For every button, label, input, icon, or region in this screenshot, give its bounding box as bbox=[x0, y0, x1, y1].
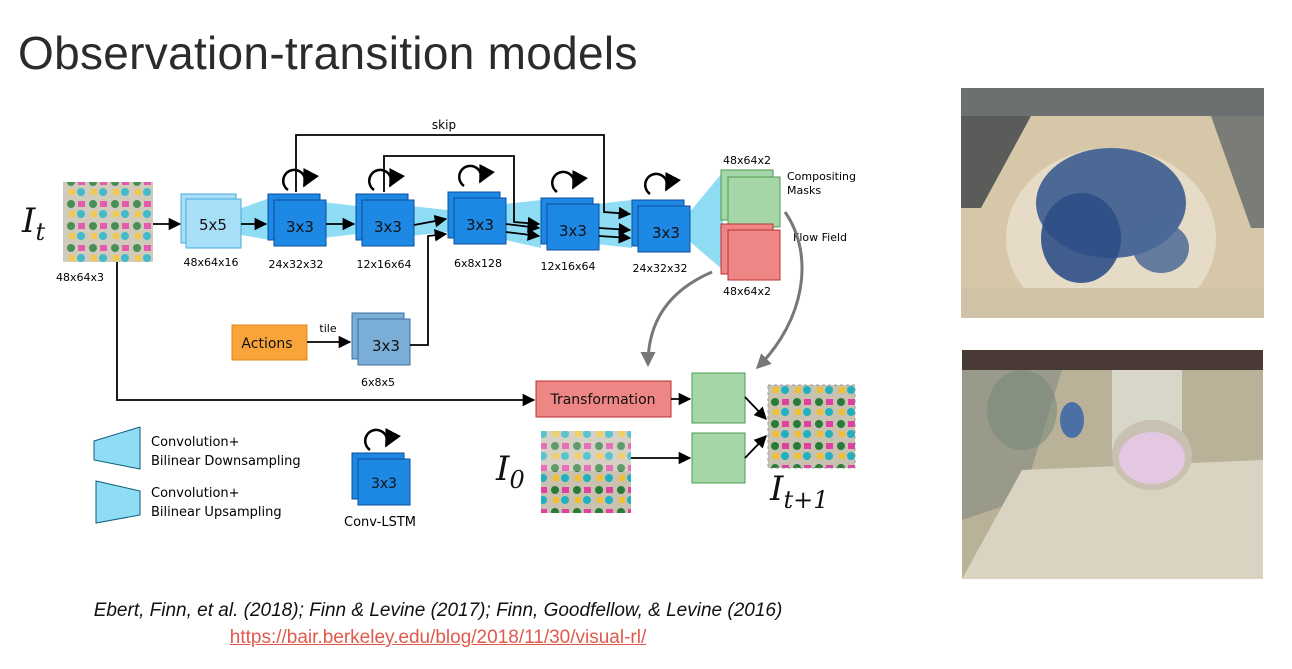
conv-layer-5: 3x3 bbox=[540, 197, 600, 251]
svg-text:3x3: 3x3 bbox=[652, 224, 680, 242]
slide-title: Observation-transition models bbox=[18, 27, 638, 79]
blog-link[interactable]: https://bair.berkeley.edu/blog/2018/11/3… bbox=[229, 627, 647, 648]
transformation-box: Transformation bbox=[535, 380, 672, 418]
conv-layer-3: 3x3 bbox=[355, 193, 415, 247]
mask-dim: 48x64x2 bbox=[723, 154, 771, 167]
legend-down-line2: Bilinear Downsampling bbox=[151, 454, 301, 469]
conv-layer-2: 3x3 bbox=[267, 193, 327, 247]
flow-field-block bbox=[720, 223, 781, 281]
conv-layer-6: 3x3 bbox=[631, 199, 691, 253]
conv-layer-5x5: 5x5 bbox=[180, 193, 242, 249]
action-dim: 6x8x5 bbox=[361, 376, 395, 389]
layer2-dim: 24x32x32 bbox=[268, 258, 323, 271]
legend-up-line1: Convolution+ bbox=[151, 486, 240, 501]
legend-up-line2: Bilinear Upsampling bbox=[151, 505, 282, 520]
tile-label: tile bbox=[319, 322, 336, 335]
masks-label: Compositing bbox=[787, 170, 856, 183]
svg-text:3x3: 3x3 bbox=[371, 476, 397, 492]
prediction-frame-top bbox=[961, 88, 1264, 318]
legend-lstm-label: Conv-LSTM bbox=[344, 515, 416, 530]
svg-text:Transformation: Transformation bbox=[549, 392, 655, 408]
layer1-dim: 48x64x16 bbox=[183, 256, 238, 269]
layer3-dim: 12x16x64 bbox=[356, 258, 411, 271]
legend-down-line1: Convolution+ bbox=[151, 435, 240, 450]
action-tile-block: 3x3 bbox=[351, 312, 411, 366]
svg-text:3x3: 3x3 bbox=[374, 218, 402, 236]
skip-label: skip bbox=[432, 118, 456, 132]
output-symbol: It+1 bbox=[769, 469, 828, 514]
legend-upsample-icon bbox=[95, 480, 141, 524]
svg-text:3x3: 3x3 bbox=[286, 218, 314, 236]
output-image bbox=[767, 384, 856, 469]
layer5-dim: 12x16x64 bbox=[540, 260, 595, 273]
legend-lstm-block: 3x3 bbox=[351, 452, 411, 506]
input-symbol: It bbox=[21, 201, 45, 246]
input-dim: 48x64x3 bbox=[56, 271, 104, 284]
svg-text:5x5: 5x5 bbox=[199, 216, 227, 234]
flow-dim: 48x64x2 bbox=[723, 285, 771, 298]
network-diagram: It 48x64x3 5x5 48x64x16 3x3 24x32x32 3x3… bbox=[21, 118, 856, 530]
transformed-block bbox=[691, 372, 746, 424]
svg-text:3x3: 3x3 bbox=[372, 337, 400, 355]
svg-text:3x3: 3x3 bbox=[466, 216, 494, 234]
conv-layer-4: 3x3 bbox=[447, 191, 507, 245]
masks-label-2: Masks bbox=[787, 184, 821, 197]
input-image bbox=[63, 182, 153, 262]
prediction-frame-bottom bbox=[962, 350, 1263, 579]
layer6-dim: 24x32x32 bbox=[632, 262, 687, 275]
i0-symbol: I0 bbox=[495, 449, 525, 494]
svg-text:3x3: 3x3 bbox=[559, 222, 587, 240]
i0-block bbox=[691, 432, 746, 484]
svg-text:Actions: Actions bbox=[241, 336, 292, 352]
actions-box: Actions bbox=[231, 324, 308, 361]
layer4-dim: 6x8x128 bbox=[454, 257, 502, 270]
flow-field-label: Flow Field bbox=[793, 231, 847, 244]
legend-downsample-icon bbox=[93, 426, 141, 470]
i0-image bbox=[541, 431, 631, 513]
compositing-masks-block bbox=[720, 169, 781, 228]
citation: Ebert, Finn, et al. (2018); Finn & Levin… bbox=[93, 600, 783, 621]
